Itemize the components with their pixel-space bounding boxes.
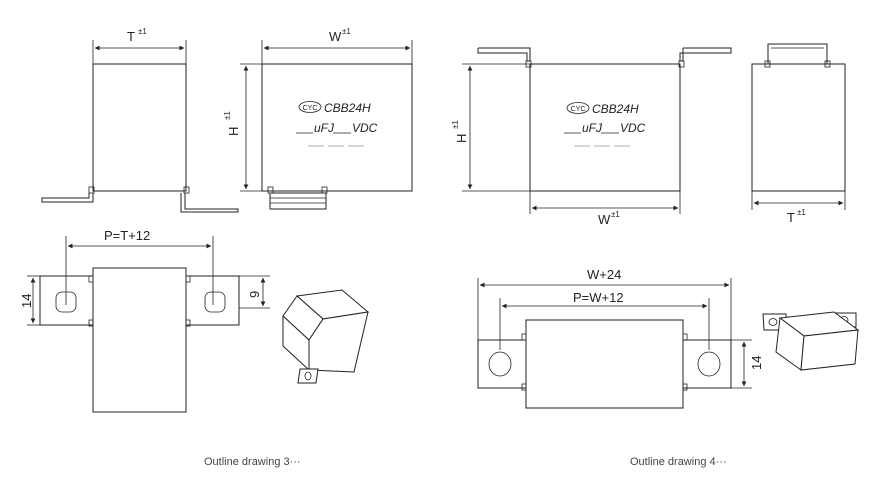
drawing4-height-tolerance: ±1	[451, 120, 460, 129]
drawing3-brand-badge: CYC	[303, 105, 318, 112]
drawing4-width-label: W	[598, 212, 611, 227]
drawing3-height-label: H	[226, 127, 241, 136]
drawing3-model: CBB24H	[324, 101, 371, 115]
drawing4-thickness-label: T	[787, 210, 795, 225]
drawing3-brand-logo	[298, 101, 322, 113]
drawing3-pitch-label: P=T+12	[104, 228, 150, 243]
drawing3-isometric-view	[282, 289, 370, 384]
drawing3-unit-voltage: VDC	[352, 121, 378, 135]
drawing3-caption: Outline drawing 3···	[204, 456, 301, 468]
drawing3-hole-size: 9	[247, 291, 262, 298]
drawing4-brand-badge: CYC	[571, 106, 586, 113]
drawing3-height-tolerance: ±1	[223, 111, 232, 120]
drawing4-unit-voltage: VDC	[620, 121, 646, 135]
drawing4-unit-capacitance: uFJ	[582, 121, 603, 135]
drawing3-thickness-tolerance: ±1	[138, 27, 147, 36]
drawing4-model: CBB24H	[592, 102, 639, 116]
drawing3-mounting-view: P=T+12 14 9	[19, 228, 270, 413]
drawing3-tab-height: 14	[19, 294, 34, 308]
drawing4-height-label: H	[454, 134, 469, 143]
drawing3-unit-capacitance: uFJ	[314, 121, 335, 135]
drawing-4: H ±1 W ±1 CYC CBB24H uFJ VDC	[451, 43, 860, 468]
drawing4-width-tolerance: ±1	[611, 210, 620, 219]
drawing3-front-view: W ±1 H ±1 CYC CBB24H uFJ VDC	[223, 27, 413, 210]
drawing3-thickness-label: T	[127, 29, 135, 44]
drawing3-side-view: T ±1	[41, 27, 239, 213]
drawing4-side-view: T ±1	[751, 43, 846, 225]
drawing4-tab-height: 14	[749, 356, 764, 370]
drawing4-mounting-view: W+24 P=W+12 14	[477, 267, 764, 409]
drawing4-pitch-label: P=W+12	[573, 290, 624, 305]
drawing4-front-view: H ±1 W ±1 CYC CBB24H uFJ VDC	[451, 47, 732, 227]
drawing4-brand-logo	[566, 102, 590, 114]
drawing4-caption: Outline drawing 4···	[630, 456, 727, 468]
drawing4-overall-label: W+24	[587, 267, 621, 282]
drawing4-thickness-tolerance: ±1	[797, 208, 806, 217]
drawing4-isometric-view	[762, 311, 860, 371]
drawing3-width-tolerance: ±1	[342, 27, 351, 36]
drawing3-width-label: W	[329, 29, 342, 44]
drawing-3: T ±1 W ±1 H ±1 CYC CBB24H	[19, 27, 413, 468]
